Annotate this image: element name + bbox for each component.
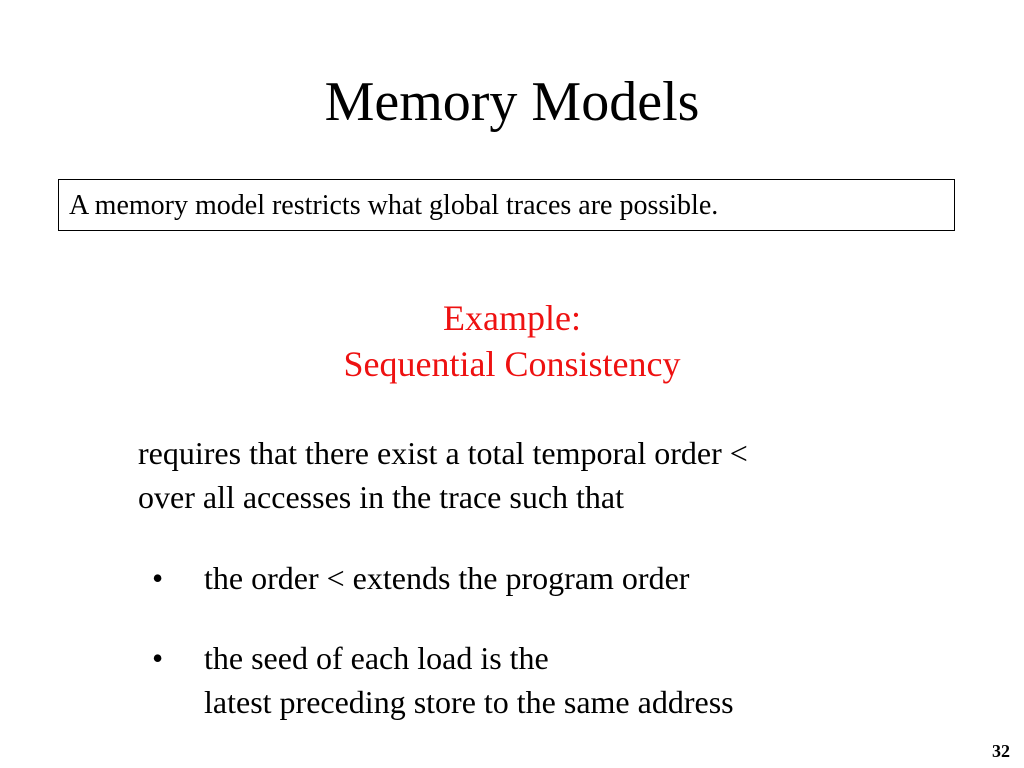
- requirement-text: requires that there exist a total tempor…: [138, 431, 958, 519]
- example-label: Example:: [443, 298, 581, 338]
- bullet-icon: •: [152, 560, 164, 596]
- example-heading: Example: Sequential Consistency: [0, 295, 1024, 387]
- requirement-line-1: requires that there exist a total tempor…: [138, 435, 748, 471]
- definition-text: A memory model restricts what global tra…: [69, 190, 719, 221]
- slide-title: Memory Models: [324, 71, 700, 133]
- bullet-text-line-1: the seed of each load is the: [204, 640, 549, 676]
- page-number: 32: [992, 741, 1010, 761]
- bullet-text-line-2: latest preceding store to the same addre…: [204, 684, 734, 720]
- definition-box: A memory model restricts what global tra…: [58, 179, 955, 231]
- bullet-item-load-seed: • the seed of each load is the latest pr…: [138, 636, 958, 724]
- requirement-line-2: over all accesses in the trace such that: [138, 479, 624, 515]
- bullet-icon: •: [152, 640, 164, 676]
- bullet-item-order-extends: • the order < extends the program order: [138, 556, 958, 600]
- example-name: Sequential Consistency: [343, 344, 681, 384]
- bullet-list: • the order < extends the program order …: [138, 556, 958, 724]
- bullet-text: the order < extends the program order: [204, 560, 690, 596]
